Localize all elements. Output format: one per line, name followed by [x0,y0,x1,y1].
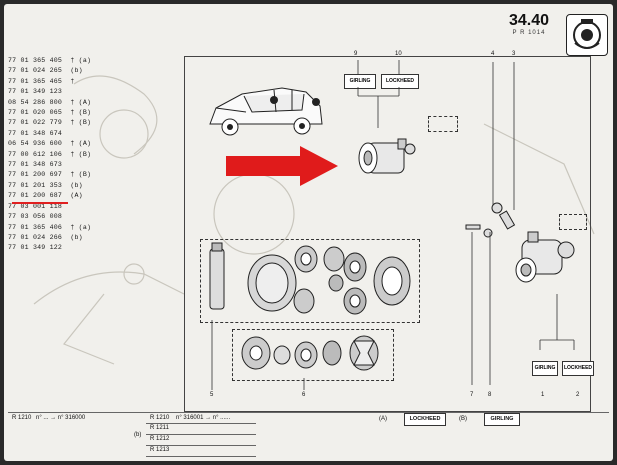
table-top-rule [8,412,609,413]
row1-model-left: R 1210 [12,415,32,421]
parts-list-row: 77 01 201 353 (b) [8,181,83,189]
page-identifier: 34.40 P R 1014 [504,12,554,36]
applicability-table: R 1210 n° ... → n° 316000 R 1210 n° 3160… [4,412,613,461]
label-girling-bottom: GIRLING [532,361,558,376]
b-row-2: R 1212 [150,436,170,442]
parts-list-row: 77 01 348 674 [8,129,63,137]
parts-list-row: 77 00 612 106 † (B) [8,150,92,158]
parts-list-row: 77 01 348 673 [8,161,63,169]
callout-5: 5 [210,392,214,398]
table-rule-1 [146,423,256,424]
brake-drum-icon [566,14,608,56]
label-lockheed-bottom: LOCKHEED [562,361,594,376]
parts-list-row: 77 01 365 405 † (a) [8,57,92,64]
callout-3: 3 [512,51,516,57]
red-strike-line [12,202,68,204]
seal-kit-parts [209,242,411,315]
parts-list-row: 77 01 349 122 [8,244,63,252]
callout-2: 2 [576,392,580,398]
callout-9: 9 [354,51,358,57]
bolt-leader-lines [471,232,491,385]
parts-list-row: 77 01 349 123 [8,88,63,96]
parts-number-list: 77 01 365 405 † (a) 77 01 024 265 (b) 77 0… [8,56,108,254]
legend-a-tag: (A) [379,416,387,422]
dashed-ref-box-2 [559,214,587,230]
b-tag: (b) [134,432,142,438]
seal-kit-box [200,239,420,323]
top-leader-lines [357,60,400,128]
parts-list-row: 08 54 286 800 † (A) [8,98,92,106]
row1-range-mid: n° 316001 → n° ...... [176,415,231,421]
table-rule-3 [146,445,256,446]
page-subcode: P R 1014 [512,30,546,36]
label-lockheed-top: LOCKHEED [381,74,419,89]
legend-a-lockheed: LOCKHEED [404,413,446,426]
lower-leader-lines [539,294,575,350]
right-leader-lines [492,62,515,210]
label-girling-top: GIRLING [344,74,376,89]
red-arrow [226,146,338,186]
parts-list-row: 77 01 200 687 (A) [8,192,83,200]
catalog-page: 77 01 365 405 † (a) 77 01 024 265 (b) 77 0… [4,4,613,461]
wheel-cylinder-upper [358,138,416,174]
parts-list-row: 77 03 056 008 [8,213,63,221]
diagram-frame [184,56,591,412]
parts-list-row: 77 01 022 779 † (B) [8,119,92,127]
b-row-1: R 1211 [150,425,169,431]
callout-1: 1 [541,392,545,398]
bolt-and-washer [465,224,493,238]
callout-8: 8 [488,392,492,398]
parts-list-row: 77 01 200 697 † (B) [8,171,92,179]
callout-7: 7 [470,392,474,398]
row1-range-left: n° ... → n° 316000 [36,415,86,421]
page-number: 34.40 [508,12,550,29]
dashed-ref-box-1 [428,116,458,132]
parts-list-row: 77 01 024 265 (b) [8,67,83,75]
parts-list-row: 77 03 001 118 [8,202,63,210]
row1-model-mid: R 1210 [150,415,170,421]
repair-kit-parts [241,335,379,371]
car-illustration [209,87,323,136]
legend-b-girling: GIRLING [484,413,520,426]
table-rule-4 [146,456,256,457]
wheel-cylinder-lower [515,231,575,283]
kit-leader-lines [211,320,305,390]
repair-kit-box [232,329,394,381]
parts-list-row: 06 54 936 600 † (A) [8,140,92,148]
parts-list-row: 77 01 024 266 (b) [8,233,83,241]
parts-list-row: 77 01 365 465 † [8,77,75,85]
callout-4: 4 [491,51,495,57]
parts-list-row: 77 01 020 065 † (B) [8,109,92,117]
callout-6: 6 [302,392,306,398]
legend-b-tag: (B) [459,416,467,422]
b-row-3: R 1213 [150,447,170,453]
table-rule-2 [146,434,256,435]
bleed-screw [491,202,516,230]
callout-10: 10 [395,51,402,57]
parts-list-row: 77 01 365 406 † (a) [8,223,92,231]
